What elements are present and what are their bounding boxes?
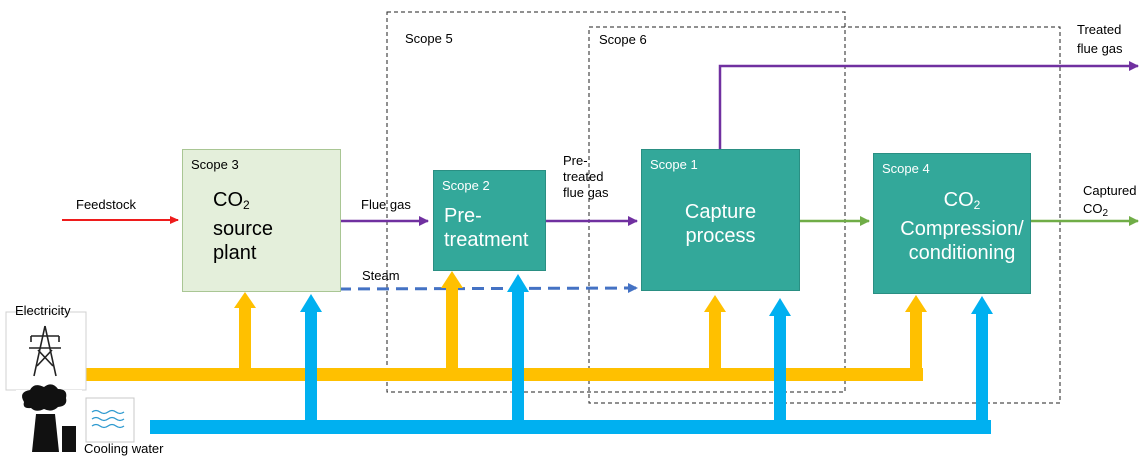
electricity-label: Electricity xyxy=(15,303,71,318)
capture-line1: Capture xyxy=(684,201,757,223)
compression-line2: Compression/ xyxy=(900,218,1024,240)
scope5-boundary xyxy=(386,11,846,393)
source-line3: plant xyxy=(213,242,257,264)
cooling-water-label: Cooling water xyxy=(84,441,164,456)
scope5-label: Scope 5 xyxy=(405,31,453,46)
capture-line2: process xyxy=(685,225,756,247)
co2-source-plant-box[interactable]: Scope 3 CO2 source plant xyxy=(182,149,341,292)
pretreatment-title: Pre- treatment xyxy=(444,204,528,252)
compression-box[interactable]: Scope 4 CO2 Compression/ conditioning xyxy=(873,153,1031,294)
power-plant-icon xyxy=(16,384,82,454)
source-line2: source xyxy=(213,218,274,240)
pretreated-line3: flue gas xyxy=(563,185,609,200)
pretreated-flue-gas-label: Pre- treated flue gas xyxy=(563,153,609,201)
capture-title: Capture process xyxy=(642,200,799,248)
flue-gas-label: Flue gas xyxy=(361,197,411,212)
water-waves-icon xyxy=(85,397,135,443)
capture-process-box[interactable]: Scope 1 Capture process xyxy=(641,149,800,291)
electricity-network xyxy=(74,271,927,381)
captured-co2-subscript: 2 xyxy=(1102,208,1109,219)
steam-arrow xyxy=(338,283,638,294)
treated-line2: flue gas xyxy=(1077,41,1123,56)
scope6-boundary xyxy=(588,26,1061,404)
captured-line1: Captured xyxy=(1083,183,1137,198)
source-plant-title: CO2 source plant xyxy=(213,188,273,265)
treated-line1: Treated xyxy=(1077,22,1122,37)
pretreatment-line1: Pre- xyxy=(444,205,482,227)
source-co2-subscript: 2 xyxy=(243,198,250,212)
scope4-label: Scope 4 xyxy=(882,161,930,176)
scope6-label: Scope 6 xyxy=(599,32,647,47)
pretreated-line2: treated xyxy=(563,169,604,184)
pretreatment-line2: treatment xyxy=(444,229,529,251)
steam-label: Steam xyxy=(362,268,400,283)
scope1-label: Scope 1 xyxy=(650,157,698,172)
compression-co-text: CO xyxy=(943,189,974,211)
compression-co2-subscript: 2 xyxy=(973,198,981,212)
treated-flue-gas-label: Treated flue gas xyxy=(1077,20,1123,58)
treated-flue-gas-arrow xyxy=(718,61,1139,150)
feedstock-label: Feedstock xyxy=(76,197,136,212)
captured-co-text: CO xyxy=(1083,201,1103,216)
cooling-water-network xyxy=(150,274,993,434)
scope2-label: Scope 2 xyxy=(442,178,490,193)
scope3-label: Scope 3 xyxy=(191,157,239,172)
pylon-icon xyxy=(5,311,87,391)
pretreatment-box[interactable]: Scope 2 Pre- treatment xyxy=(433,170,546,271)
pretreated-line1: Pre- xyxy=(563,153,588,168)
source-co-text: CO xyxy=(213,189,243,211)
captured-co2-label: Captured CO2 xyxy=(1083,182,1136,223)
compression-line3: conditioning xyxy=(908,242,1016,264)
compression-title: CO2 Compression/ conditioning xyxy=(874,188,1050,265)
